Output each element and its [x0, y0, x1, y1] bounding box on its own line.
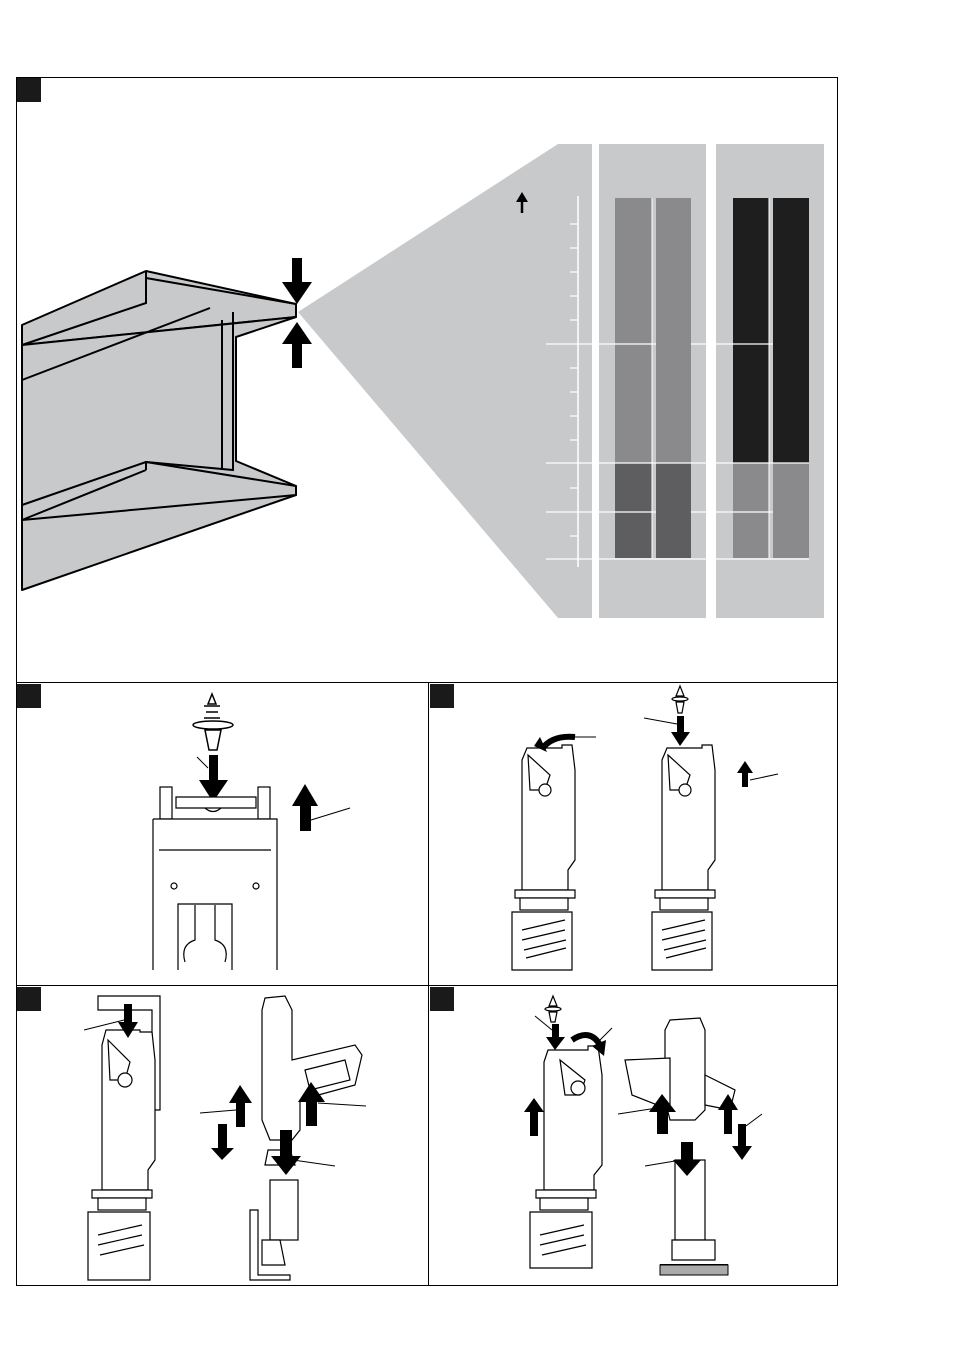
down-arrow-icon — [732, 1124, 752, 1160]
up-arrow-icon — [524, 1098, 544, 1136]
magazine-side-3 — [530, 1046, 602, 1268]
ground-hatch — [660, 1265, 728, 1275]
screwdriver-tool-2 — [625, 1018, 735, 1265]
fastener-icon — [545, 996, 561, 1022]
